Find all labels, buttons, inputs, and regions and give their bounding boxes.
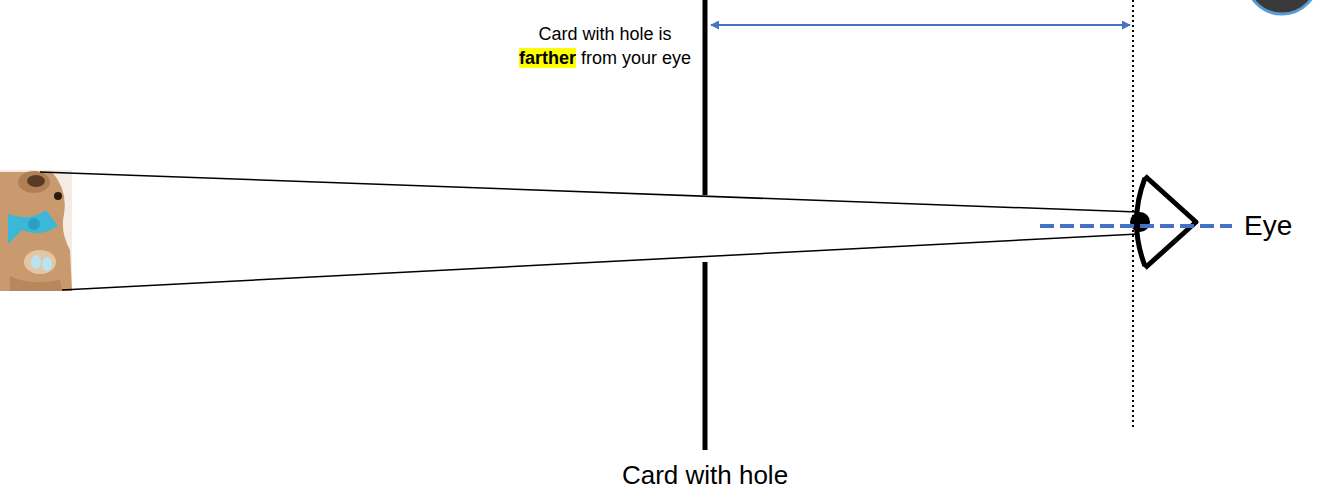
word: is — [659, 24, 672, 44]
word: eye — [662, 48, 691, 68]
light-ray — [62, 234, 1138, 290]
eye-label: Eye — [1244, 207, 1292, 245]
word: from — [581, 48, 617, 68]
teddy-bear — [0, 170, 72, 291]
optical-axis — [1040, 224, 1232, 228]
light-ray — [40, 172, 1138, 212]
eye-symbol — [1130, 176, 1196, 268]
distance-arrow — [711, 24, 1130, 26]
corner-icon — [1246, 0, 1318, 14]
word: your — [622, 48, 657, 68]
word: hole — [620, 24, 654, 44]
card-label: Card with hole — [505, 458, 905, 493]
highlighted-word: farther — [519, 48, 576, 68]
distance-note: Card with hole is farther from your eye — [508, 22, 702, 71]
card — [703, 262, 708, 450]
word: Card — [538, 24, 577, 44]
word: with — [582, 24, 614, 44]
card — [703, 0, 708, 195]
